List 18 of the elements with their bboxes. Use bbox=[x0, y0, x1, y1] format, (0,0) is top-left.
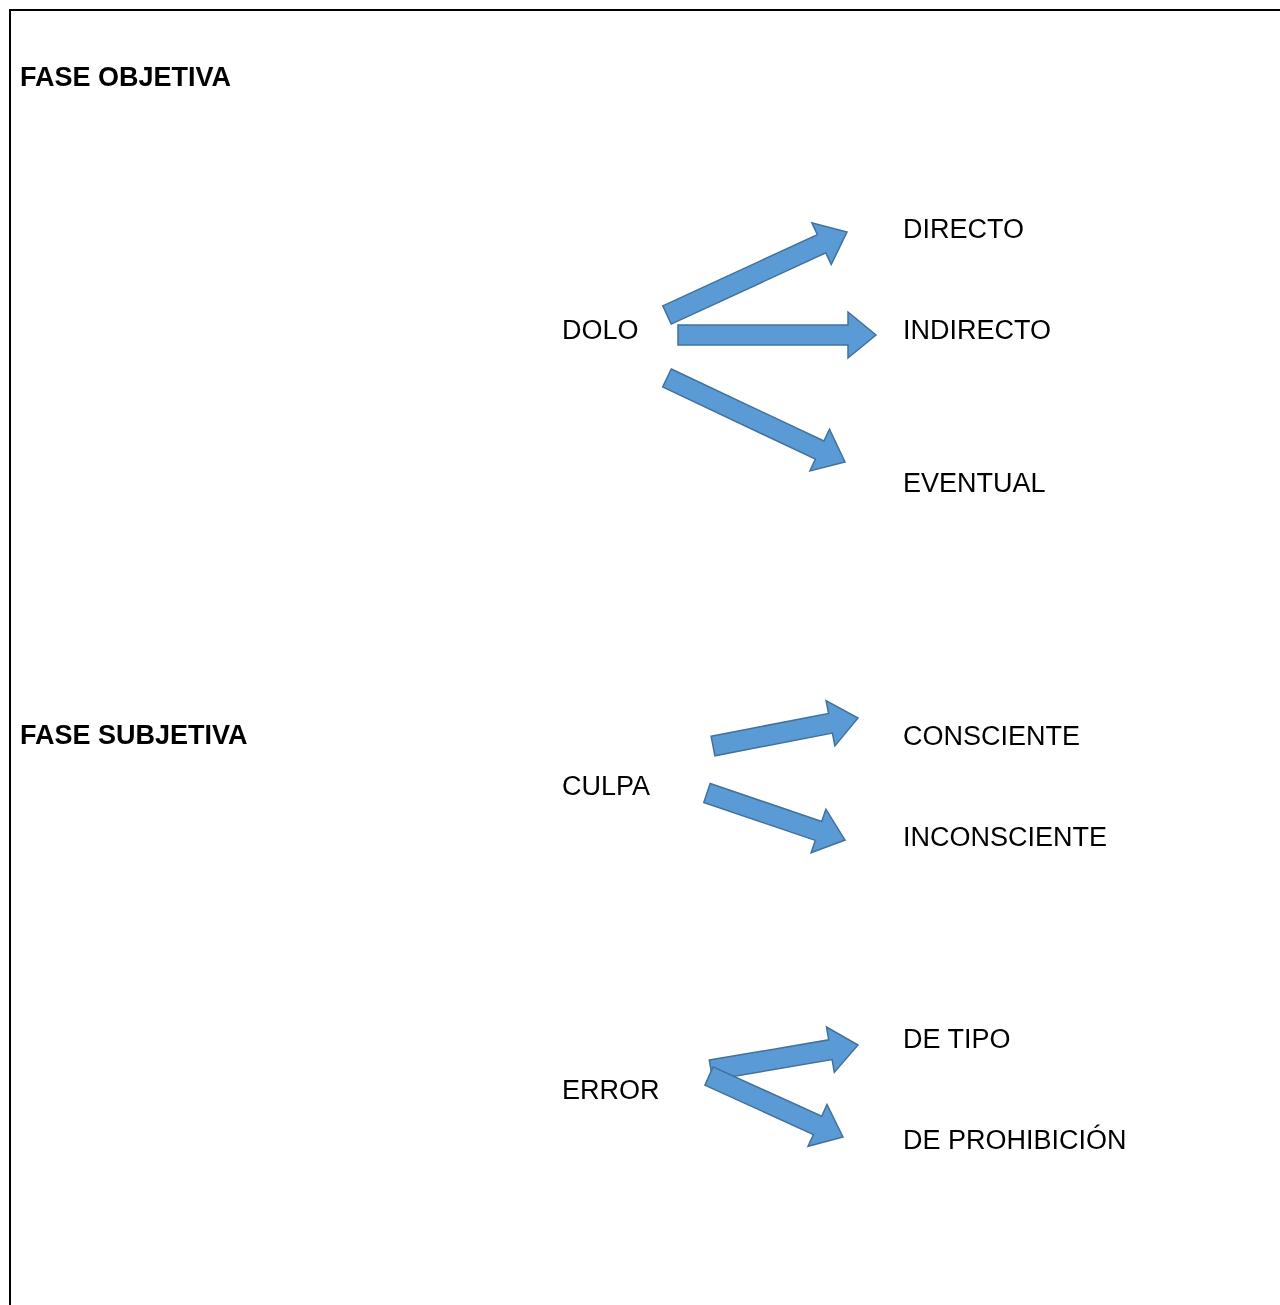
node-label: DE PROHIBICIÓN bbox=[903, 1124, 1127, 1156]
block-arrow bbox=[661, 221, 849, 326]
node-label: DOLO bbox=[562, 314, 639, 346]
node-label: DIRECTO bbox=[903, 213, 1024, 245]
node-label: INDIRECTO bbox=[903, 314, 1051, 346]
node-label: INCONSCIENTE bbox=[903, 821, 1108, 853]
block-arrow bbox=[710, 699, 860, 757]
block-arrow bbox=[677, 310, 878, 360]
node-label: CONSCIENTE bbox=[903, 720, 1081, 752]
node-label: CULPA bbox=[562, 770, 651, 802]
block-arrow bbox=[702, 782, 847, 854]
block-arrow bbox=[703, 1065, 845, 1148]
node-label: DE TIPO bbox=[903, 1023, 1011, 1055]
node-label: EVENTUAL bbox=[903, 467, 1046, 499]
block-arrow bbox=[661, 368, 847, 472]
section-heading: FASE SUBJETIVA bbox=[20, 719, 248, 751]
section-heading: FASE OBJETIVA bbox=[20, 61, 232, 93]
node-label: ERROR bbox=[562, 1074, 660, 1106]
